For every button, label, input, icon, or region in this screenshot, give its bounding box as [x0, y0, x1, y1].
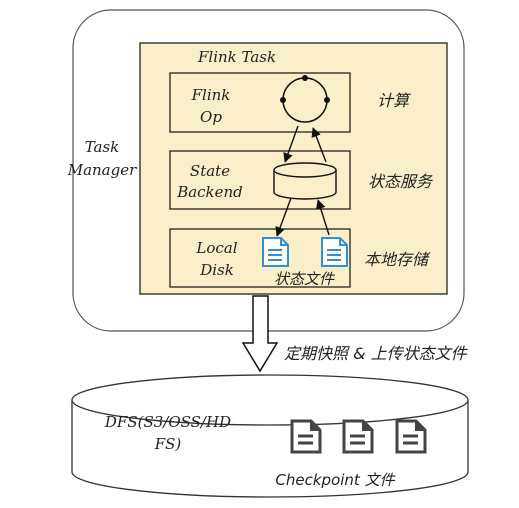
checkpoint-file-icon: [290, 419, 322, 454]
task-manager-label-line1: Task: [85, 138, 120, 156]
operator-cycle-icon: [280, 75, 330, 123]
arrow-op-to-state: [283, 125, 299, 163]
flink-op-label-line2: Op: [200, 108, 222, 126]
checkpoint-files-label: Checkpoint 文件: [275, 471, 396, 489]
flink-op-box: [169, 72, 351, 133]
state-backend-label-line1: State: [190, 162, 230, 180]
upload-label: 定期快照 & 上传状态文件: [284, 344, 469, 363]
local-disk-label-line1: Local: [195, 239, 237, 257]
checkpoint-file-icon: [342, 419, 374, 454]
arrow-state-to-disk: [275, 197, 292, 237]
dfs-label-line1: DFS(S3/OSS/HD: [104, 413, 231, 431]
task-manager-label-line2: Manager: [67, 161, 137, 179]
upload-arrow: [241, 295, 279, 373]
compute-label: 计算: [377, 91, 412, 110]
checkpoint-file-icon: [395, 419, 427, 454]
flink-task-title: Flink Task: [197, 48, 276, 66]
state-file-icon: [262, 237, 289, 267]
local-disk-box: [169, 228, 351, 288]
state-backend-label-line2: Backend: [176, 183, 243, 201]
local-disk-label-line2: Disk: [199, 261, 234, 279]
arrow-disk-to-state: [315, 199, 330, 236]
database-icon: [273, 162, 337, 200]
state-service-label: 状态服务: [368, 172, 434, 191]
local-storage-label: 本地存储: [364, 250, 431, 269]
arrow-state-to-op: [311, 127, 327, 163]
dfs-label-line2: FS): [154, 435, 182, 453]
dfs-storage-cylinder: [71, 374, 469, 498]
state-files-label: 状态文件: [274, 270, 336, 288]
state-file-icon: [321, 237, 348, 267]
flink-op-label-line1: Flink: [191, 86, 231, 104]
